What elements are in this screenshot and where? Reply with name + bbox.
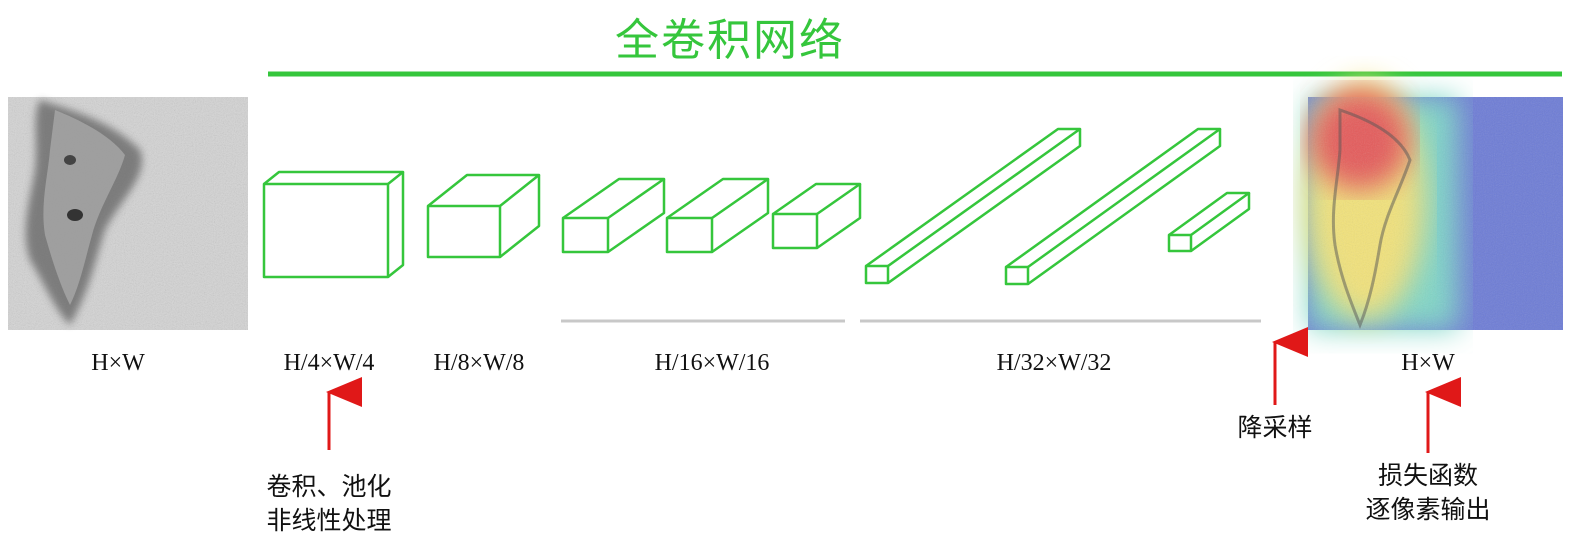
- input-image: [8, 97, 248, 330]
- feature-map-stage2: [426, 173, 541, 259]
- loss-note-line2: 逐像素输出: [1365, 495, 1491, 524]
- stage1-size-label: H/4×W/4: [283, 350, 375, 376]
- loss-note-line1: 损失函数: [1377, 461, 1479, 490]
- loss-note: 损失函数 逐像素输出: [1365, 459, 1490, 527]
- title-area: 全卷积网络: [0, 4, 1582, 66]
- diagram-title: 全卷积网络: [615, 15, 845, 66]
- stage4-size-label: H/32×W/32: [996, 350, 1112, 376]
- input-size-label: H×W: [91, 350, 145, 376]
- feature-map-stage4: [864, 127, 1251, 286]
- feature-map-stage1: [262, 170, 405, 279]
- conv-note-line2: 非线性处理: [266, 506, 392, 535]
- downsample-note: 降采样: [1237, 413, 1313, 442]
- stage3-size-label: H/16×W/16: [654, 350, 770, 376]
- conv-note: 卷积、池化 非线性处理: [266, 470, 391, 538]
- feature-map-stage3: [561, 177, 862, 254]
- conv-note-line1: 卷积、池化: [266, 472, 392, 501]
- output-size-label: H×W: [1401, 350, 1455, 376]
- output-heatmap: [1305, 80, 1563, 330]
- stage2-size-label: H/8×W/8: [433, 350, 525, 376]
